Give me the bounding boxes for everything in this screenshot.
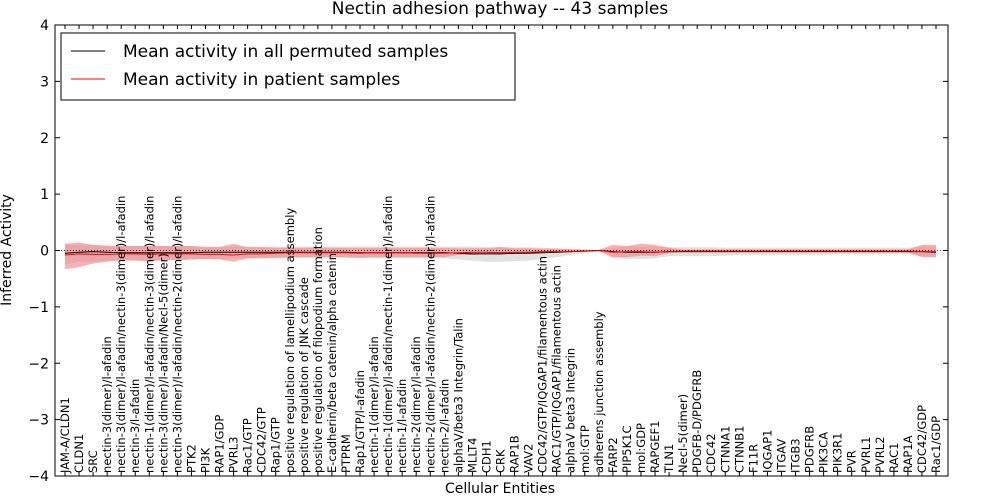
y-tick-label: −3 bbox=[28, 413, 49, 429]
y-tick-label: 1 bbox=[40, 187, 49, 203]
legend-box bbox=[60, 32, 516, 101]
x-tick-label: ITGAV bbox=[775, 439, 789, 473]
x-tick-label: PTK2 bbox=[184, 444, 198, 473]
x-tick-label: nectin-2/l-afadin bbox=[437, 379, 451, 473]
x-tick-label: nectin-3(dimer)/l-afadin/nectin-3(dimer)… bbox=[114, 196, 128, 473]
x-tick-label: PIK3R1 bbox=[831, 433, 845, 474]
x-tick-label: RAP1/GDP bbox=[213, 415, 227, 473]
x-tick-label: mol:GTP bbox=[578, 425, 592, 473]
x-tick-label: PIP5K1C bbox=[620, 425, 634, 472]
x-tick-label: RAP1B bbox=[508, 435, 522, 473]
x-tick-label: nectin-3(dimer)/l-afadin/nectin-2(dimer)… bbox=[170, 196, 184, 473]
x-axis-label: Cellular Entities bbox=[445, 481, 555, 497]
x-tick-label: CDC42 bbox=[704, 433, 718, 473]
x-tick-label: PDGFRB bbox=[803, 426, 817, 473]
y-tick-label: 4 bbox=[40, 18, 49, 34]
x-tick-label: positive regulation of filopodium format… bbox=[311, 227, 325, 473]
chart-title: Nectin adhesion pathway -- 43 samples bbox=[332, 0, 669, 19]
x-tick-label: nectin-3(dimer)/l-afadin/Necl-5(dimer) bbox=[156, 253, 170, 473]
x-tick-label: FARP2 bbox=[606, 437, 620, 473]
x-tick-label: CDC42/GTP/IQGAP1/filamentous actin bbox=[536, 256, 550, 473]
y-axis-label: Inferred Activity bbox=[0, 194, 15, 306]
x-tick-label: Rap1/GTP bbox=[269, 417, 283, 473]
x-tick-label: CDH1 bbox=[480, 440, 494, 473]
x-tick-label: PVRL2 bbox=[873, 436, 887, 473]
x-tick-label: Rap1/GTP/l-afadin bbox=[353, 370, 367, 473]
x-tick-label: E-cadherin/beta catenin/alpha catenin bbox=[325, 253, 339, 473]
y-axis: −4 −3 −2 −1 0 1 2 3 4 bbox=[28, 18, 948, 485]
x-tick-label: nectin-2(dimer)/l-afadin/nectin-2(dimer)… bbox=[423, 196, 437, 473]
x-tick-label: nectin-1(dimer)/l-afadin/nectin-3(dimer)… bbox=[142, 196, 156, 473]
x-tick-label: RAC1/GTP/IQGAP1/filamentous actin bbox=[550, 265, 564, 473]
x-tick-label: Necl-5(dimer) bbox=[676, 394, 690, 473]
x-tick-label: VAV2 bbox=[522, 444, 536, 473]
x-tick-label: alphaV/beta3 Integrin/Talin bbox=[451, 318, 465, 473]
x-tick-label: nectin-1(dimer)/l-afadin bbox=[367, 336, 381, 473]
legend-label: Mean activity in patient samples bbox=[123, 70, 400, 90]
x-tick-label: PTPRM bbox=[339, 434, 353, 473]
y-tick-label: −2 bbox=[28, 356, 49, 372]
x-tick-label: F11R bbox=[746, 444, 760, 473]
x-tick-label: PVR bbox=[845, 450, 859, 473]
x-tick-label: MLLT4 bbox=[465, 437, 479, 473]
x-tick-label: nectin-2(dimer)/l-afadin bbox=[409, 336, 423, 473]
x-tick-label: nectin-1/l-afadin bbox=[395, 379, 409, 473]
x-tick-label: IQGAP1 bbox=[760, 429, 774, 472]
y-tick-label: −1 bbox=[28, 300, 49, 316]
x-tick-label: CTNNA1 bbox=[718, 426, 732, 473]
x-tick-label: TLN1 bbox=[662, 444, 676, 474]
x-tick-label: PVRL1 bbox=[859, 437, 873, 474]
x-tick-label: JAM-A/CLDN1 bbox=[58, 397, 72, 474]
x-tick-label: CLDN1 bbox=[72, 434, 86, 473]
x-tick-label: SRC bbox=[86, 450, 100, 473]
y-tick-label: 0 bbox=[40, 244, 49, 260]
x-tick-label: adherens junction assembly bbox=[592, 311, 606, 473]
x-tick-label: positive regulation of JNK cascade bbox=[297, 277, 311, 473]
x-tick-label: RAP1A bbox=[901, 435, 915, 473]
x-tick-label: CTNNB1 bbox=[732, 426, 746, 473]
x-tick-label: nectin-3(dimer)/l-afadin bbox=[100, 336, 114, 473]
x-tick-label: PVRL3 bbox=[227, 436, 241, 473]
plot-frame bbox=[54, 24, 949, 477]
legend: Mean activity in all permuted samplesMea… bbox=[60, 32, 516, 101]
x-tick-label: ITGB3 bbox=[789, 438, 803, 473]
patient-samples-band bbox=[65, 242, 936, 270]
x-tick-label: PDGFB-D/PDGFRB bbox=[690, 370, 704, 473]
y-tick-label: 3 bbox=[40, 74, 49, 90]
x-tick-label: nectin-3/l-afadin bbox=[128, 379, 142, 473]
x-tick-label: RAC1 bbox=[887, 442, 901, 473]
x-tick-label: Rac1/GDP bbox=[929, 416, 943, 473]
y-tick-label: −4 bbox=[28, 469, 49, 485]
x-tick-label: CDC42/GTP bbox=[255, 407, 269, 473]
y-tick-label: 2 bbox=[40, 131, 49, 147]
x-tick-label: mol:GDP bbox=[634, 423, 648, 473]
x-tick-label: PIK3CA bbox=[817, 432, 831, 473]
x-tick-label: CRK bbox=[494, 449, 508, 473]
x-tick-label: CDC42/GDP bbox=[915, 405, 929, 473]
x-tick-label: nectin-1(dimer)/l-afadin/nectin-1(dimer)… bbox=[381, 196, 395, 473]
x-tick-label: alphaV beta3 Integrin bbox=[564, 348, 578, 473]
series-lines bbox=[64, 249, 937, 256]
x-tick-label: PI3K bbox=[199, 447, 213, 473]
confidence-bands bbox=[65, 242, 936, 270]
x-tick-label: RAPGEF1 bbox=[648, 421, 662, 473]
legend-label: Mean activity in all permuted samples bbox=[123, 42, 448, 62]
x-tick-label: positive regulation of lamellipodium ass… bbox=[283, 208, 297, 473]
patient-samples-line bbox=[64, 249, 936, 256]
x-tick-label: Rac1/GTP bbox=[241, 418, 255, 473]
